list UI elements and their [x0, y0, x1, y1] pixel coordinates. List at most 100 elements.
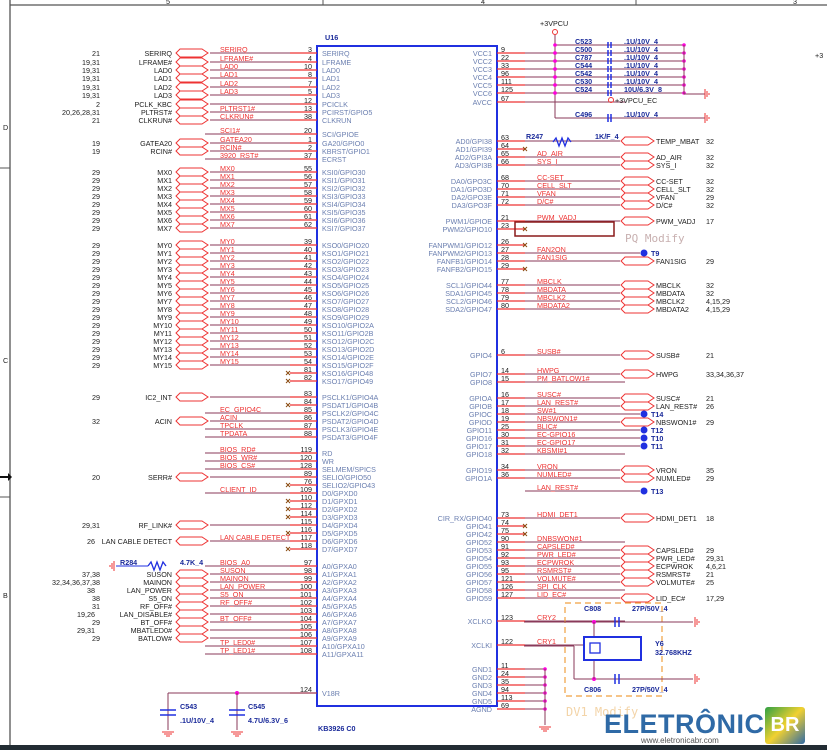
decoupling-cap[interactable]: C544.1U/10V_4	[553, 61, 686, 72]
decoupling-cap[interactable]: C523.1U/10V_4	[553, 37, 686, 48]
decoupling-cap[interactable]: C542.1U/10V_4	[553, 69, 686, 80]
resistor-r247[interactable]: R247 1K/F_4	[526, 132, 619, 148]
decoupling-cap[interactable]: C530.1U/10V_4	[553, 77, 686, 88]
decoupling-cap[interactable]: C787.1U/10V_4	[553, 53, 686, 64]
ic-u16-body[interactable]	[316, 45, 498, 707]
crystal-y6[interactable]	[583, 636, 642, 661]
right-pin-row[interactable]: LAN_REST#T13	[525, 483, 663, 496]
decoupling-cap[interactable]: C500.1U/10V_4	[553, 45, 686, 56]
resistor-r284[interactable]: R284 4.7K_4	[109, 558, 203, 572]
